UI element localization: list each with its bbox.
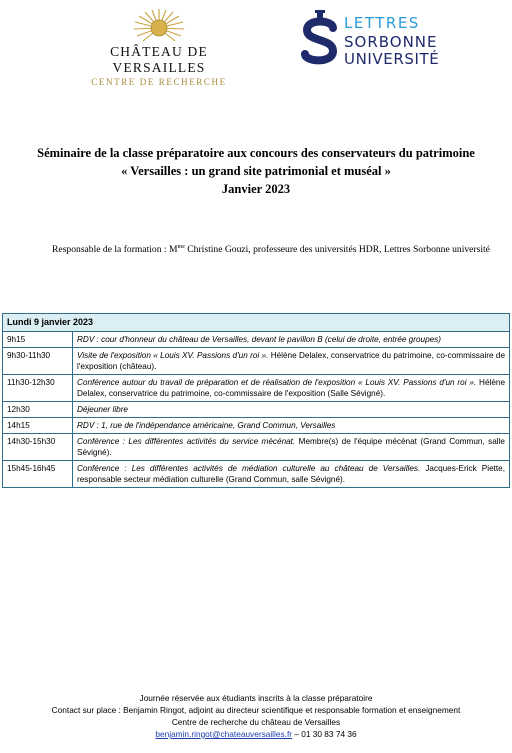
- sorbonne-s-icon: [301, 10, 338, 65]
- logo-left-line1: CHÂTEAU DE VERSAILLES: [110, 44, 208, 75]
- footer-line1: Journée réservée aux étudiants inscrits …: [139, 693, 373, 703]
- responsable-rest: Christine Gouzi, professeure des univers…: [184, 244, 490, 256]
- row-desc: RDV : 1, rue de l'indépendance américain…: [72, 417, 510, 434]
- table-row: 9h15 RDV : cour d'honneur du château de …: [2, 331, 510, 348]
- row-time: 14h15: [2, 417, 73, 434]
- schedule-table: Lundi 9 janvier 2023 9h15 RDV : cour d'h…: [2, 313, 510, 488]
- footer: Journée réservée aux étudiants inscrits …: [0, 692, 512, 740]
- table-row: 14h30-15h30 Conférence : Les différentes…: [2, 433, 510, 461]
- row-desc-normal: Membre(s) de l'équipe mécénat (Grand Com…: [77, 437, 505, 457]
- logo-left-line2: CENTRE DE RECHERCHE: [91, 77, 227, 87]
- row-desc: Déjeuner libre: [72, 401, 510, 418]
- chateau-versailles-logo: CHÂTEAU DE VERSAILLES CENTRE DE RECHERCH…: [70, 8, 248, 87]
- row-desc-italic: Conférence : Les différentes activités d…: [77, 464, 421, 473]
- schedule-day: Lundi 9 janvier 2023: [2, 313, 510, 332]
- row-time: 9h15: [2, 331, 73, 348]
- row-desc: Visite de l'exposition « Louis XV. Passi…: [72, 347, 510, 375]
- row-desc-italic: RDV : 1, rue de l'indépendance américain…: [77, 421, 336, 430]
- row-desc-italic: RDV : cour d'honneur du château de Versa…: [77, 335, 441, 344]
- row-desc-normal: Hélène Delalex, conservatrice du patrimo…: [77, 378, 506, 398]
- responsable-prefix: Responsable de la formation : M: [52, 244, 178, 256]
- footer-line2: Contact sur place : Benjamin Ringot, adj…: [51, 705, 461, 715]
- row-desc-italic: Conférence autour du travail de préparat…: [77, 378, 477, 387]
- contact-phone: – 01 30 83 74 36: [292, 729, 357, 739]
- schedule-day-row: Lundi 9 janvier 2023: [2, 313, 510, 332]
- table-row: 14h15 RDV : 1, rue de l'indépendance amé…: [2, 417, 510, 434]
- row-time: 15h45-16h45: [2, 460, 73, 488]
- row-desc: RDV : cour d'honneur du château de Versa…: [72, 331, 510, 348]
- row-desc: Conférence : Les différentes activités d…: [72, 460, 510, 488]
- row-time: 14h30-15h30: [2, 433, 73, 461]
- row-time: 12h30: [2, 401, 73, 418]
- row-time: 9h30-11h30: [2, 347, 73, 375]
- row-desc: Conférence autour du travail de préparat…: [72, 374, 510, 402]
- lettres-sorbonne-logo: LETTRES SORBONNE UNIVERSITÉ: [300, 10, 460, 72]
- title-line2: « Versailles : un grand site patrimonial…: [121, 164, 391, 178]
- row-desc-italic: Conférence : Les différentes activités d…: [77, 437, 296, 446]
- contact-email-link[interactable]: benjamin.ringot@chateauversailles.fr: [155, 729, 293, 739]
- responsable-sup: me: [177, 244, 185, 250]
- logo-right-line3: UNIVERSITÉ: [344, 50, 440, 68]
- row-desc: Conférence : Les différentes activités d…: [72, 433, 510, 461]
- table-row: 12h30 Déjeuner libre: [2, 401, 510, 418]
- table-row: 9h30-11h30 Visite de l'exposition « Loui…: [2, 347, 510, 375]
- sun-emblem-icon: [133, 9, 185, 42]
- logo-right-line2: SORBONNE: [344, 33, 438, 51]
- seminar-title: Séminaire de la classe préparatoire aux …: [0, 144, 512, 198]
- table-row: 11h30-12h30 Conférence autour du travail…: [2, 374, 510, 402]
- row-desc-normal: Jacques-Erick Piette, responsable secteu…: [77, 464, 505, 484]
- footer-line3: Centre de recherche du château de Versai…: [171, 717, 341, 727]
- title-line3: Janvier 2023: [221, 182, 291, 196]
- footer-contact: benjamin.ringot@chateauversailles.fr – 0…: [0, 728, 512, 740]
- row-desc-italic: Déjeuner libre: [77, 405, 128, 414]
- row-desc-normal: Hélène Delalex, conservatrice du patrimo…: [77, 351, 505, 371]
- logo-right-line1: LETTRES: [344, 14, 420, 32]
- table-row: 15h45-16h45 Conférence : Les différentes…: [2, 460, 510, 488]
- title-line1: Séminaire de la classe préparatoire aux …: [37, 146, 475, 160]
- row-time: 11h30-12h30: [2, 374, 73, 402]
- row-desc-italic: Visite de l'exposition « Louis XV. Passi…: [77, 351, 269, 360]
- responsable-text: Responsable de la formation : Mme Christ…: [40, 241, 502, 256]
